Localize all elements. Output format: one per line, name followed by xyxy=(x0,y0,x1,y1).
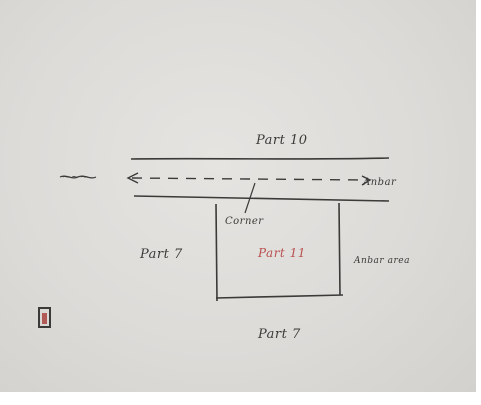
road-left-squiggle xyxy=(59,175,97,179)
road-bottom-line xyxy=(133,195,390,202)
frame-bottom-border xyxy=(0,392,481,405)
corner-pointer xyxy=(244,182,256,214)
label-left-road: ~~~ xyxy=(62,172,89,183)
stamp-mark xyxy=(42,313,47,324)
plot-right-side xyxy=(338,202,341,296)
label-top-part: Part 10 xyxy=(256,133,308,148)
stamp-icon xyxy=(38,307,51,328)
road-top-line xyxy=(130,157,390,160)
plot-bottom-side xyxy=(215,294,344,299)
plot-left-side xyxy=(215,203,218,302)
label-bottom-part: Part 7 xyxy=(258,327,301,342)
arrow-right-icon xyxy=(361,175,372,186)
label-left-part: Part 7 xyxy=(140,247,183,262)
label-right-area: Anbar area xyxy=(354,256,410,266)
frame-right-border xyxy=(476,0,481,405)
road-dashed-line xyxy=(131,177,369,181)
label-right-road: Anbar xyxy=(363,177,397,188)
label-center-part: Part 11 xyxy=(258,246,306,260)
arrow-left-icon xyxy=(126,172,139,184)
label-corner: Corner xyxy=(225,216,264,227)
